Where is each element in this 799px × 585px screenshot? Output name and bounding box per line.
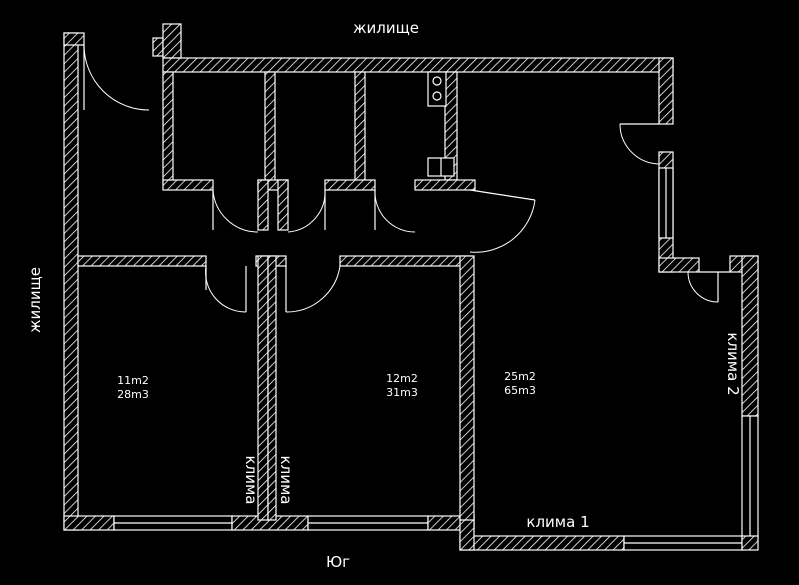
wall-entrance-post (162, 23, 182, 59)
wall-divider-b (267, 255, 277, 521)
wall-divider-c (459, 255, 475, 521)
wall-step (658, 257, 700, 273)
room-large-area: 25m2 (504, 370, 536, 383)
wall-closet-bottom-d (414, 179, 476, 191)
wall-right-lower (741, 255, 759, 417)
doors (83, 44, 730, 313)
wall-left (63, 32, 79, 531)
wall-closet-bottom-a (162, 179, 214, 191)
label-top-neighbor: жилище (353, 19, 419, 37)
room-middle-volume: 31m3 (386, 386, 418, 399)
room-middle-area: 12m2 (386, 372, 418, 385)
interior-walls (77, 71, 476, 521)
wall-closet-bottom-c (324, 179, 376, 191)
ac-label-right: клима 2 (724, 332, 742, 395)
ac-label-middle-room: клима (277, 456, 295, 505)
ac-label-bottom: клима 1 (526, 513, 589, 531)
exterior-walls (63, 23, 759, 551)
ac-label-left-room: клима (242, 456, 260, 505)
wall-top-left-stub (63, 32, 85, 46)
wall-entrance-jamb (152, 37, 164, 57)
wall-right-upper-a (658, 57, 674, 125)
wall-closet-1-right (264, 71, 276, 185)
wall-rooms-top-c (339, 255, 471, 267)
room-large-volume: 65m3 (504, 384, 536, 397)
wall-closet-stub-1 (257, 179, 269, 231)
wall-bottom-d (459, 535, 625, 551)
wall-bottom-corner (741, 535, 759, 551)
wall-top (162, 57, 674, 73)
wall-rooms-top-a (77, 255, 207, 267)
wall-bottom-step (459, 515, 475, 551)
room-left-area: 11m2 (117, 374, 149, 387)
label-left-neighbor: жилище (26, 267, 44, 333)
wall-closet-1-left (162, 71, 174, 185)
wall-closet-stub-2 (277, 179, 289, 231)
label-south: Юг (326, 553, 350, 571)
wall-bottom-a (63, 515, 115, 531)
room-left-volume: 28m3 (117, 388, 149, 401)
wall-closet-2-right (354, 71, 366, 185)
